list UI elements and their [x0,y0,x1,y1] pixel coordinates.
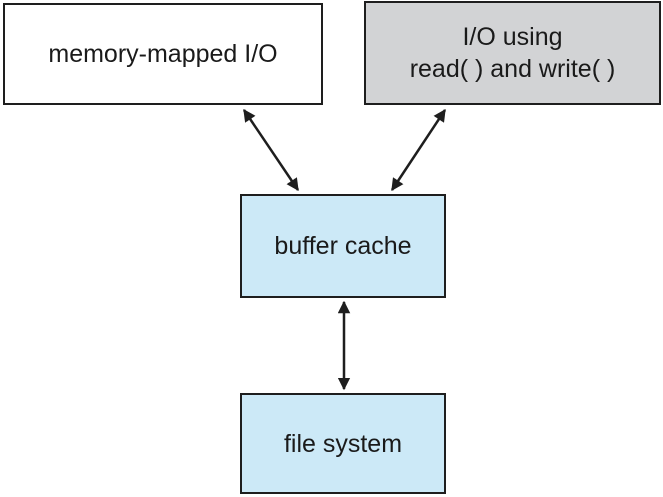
arrow-read-write-to-buffer-cache [390,108,447,192]
read-write-io-label-line1: I/O using [462,23,563,51]
memory-mapped-io-box: memory-mapped I/O [3,3,323,105]
memory-mapped-io-label: memory-mapped I/O [48,40,278,68]
buffer-cache-box: buffer cache [240,194,446,298]
file-system-box: file system [240,393,446,494]
file-system-label: file system [283,429,403,458]
arrow-memory-mapped-to-buffer-cache [242,108,300,192]
buffer-cache-label: buffer cache [274,232,412,260]
read-write-io-label-line2: read( ) and write( ) [409,55,616,83]
read-write-io-box: I/O using read( ) and write( ) [364,1,661,105]
